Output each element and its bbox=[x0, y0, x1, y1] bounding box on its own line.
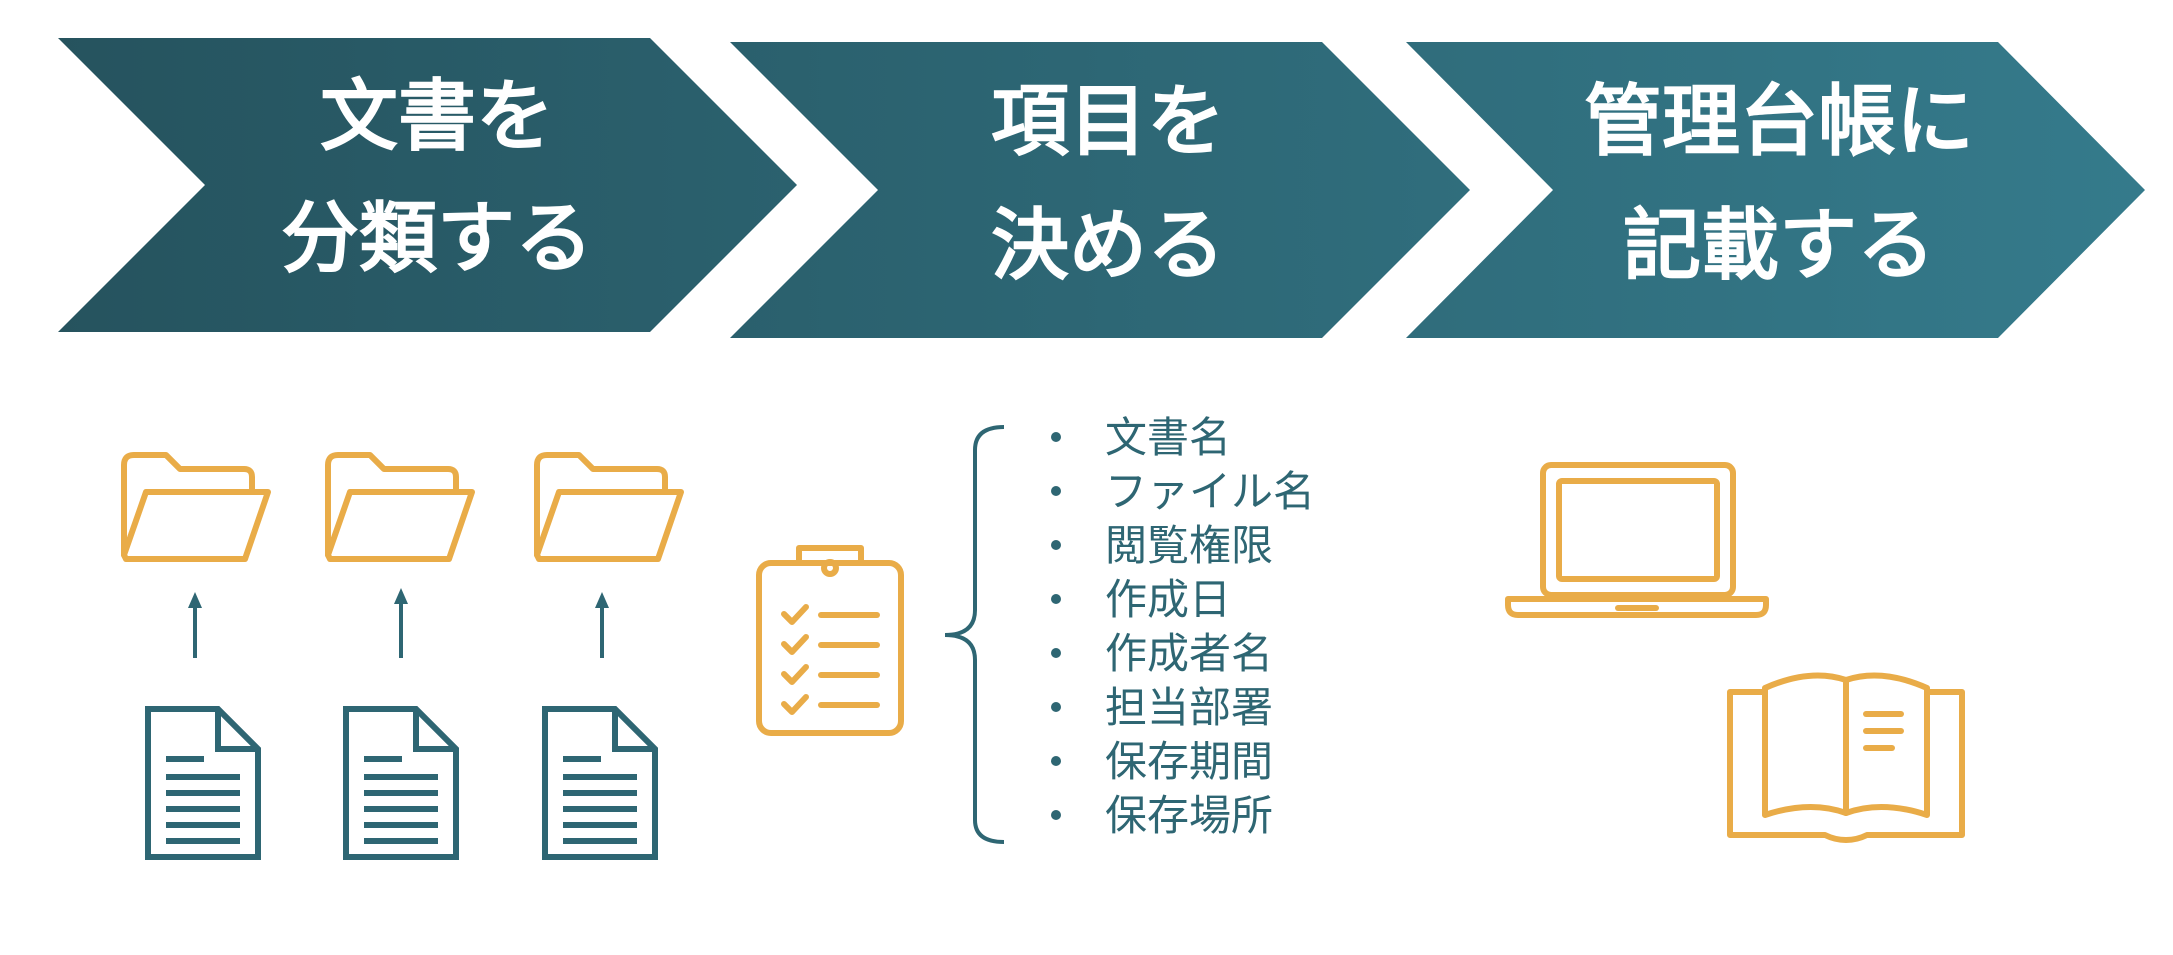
step-2-line1: 項目を bbox=[991, 77, 1225, 167]
list-item-label: 作成者名 bbox=[1105, 629, 1273, 678]
list-item-label: 保存場所 bbox=[1105, 791, 1273, 840]
step-3-line1: 管理台帳に bbox=[1584, 77, 1974, 167]
document-icon bbox=[145, 706, 261, 860]
step-1-line1: 文書を bbox=[320, 72, 554, 162]
list-item-label: ファイル名 bbox=[1105, 467, 1315, 516]
step-3-line2: 記載する bbox=[1623, 201, 1935, 291]
step-1-line2: 分類する bbox=[281, 194, 593, 284]
list-item: 保存場所 bbox=[1051, 791, 1273, 840]
open-folder-icon bbox=[534, 452, 684, 562]
left-brace-icon bbox=[944, 425, 1005, 844]
list-item-label: 閲覧権限 bbox=[1105, 521, 1273, 570]
list-item-label: 文書名 bbox=[1105, 413, 1231, 462]
list-item: 閲覧権限 bbox=[1051, 521, 1273, 570]
item-list: 文書名 ファイル名 閲覧権限 作成日 作成者名 担当部署 保存期間 保存場所 bbox=[1051, 413, 1315, 840]
document-icon bbox=[542, 706, 658, 860]
arrow-up-icon bbox=[394, 588, 408, 658]
list-item-label: 保存期間 bbox=[1105, 737, 1273, 786]
arrow-up-icon bbox=[595, 592, 609, 658]
list-item: 作成日 bbox=[1051, 575, 1231, 624]
list-item: 文書名 bbox=[1051, 413, 1231, 462]
open-book-icon bbox=[1727, 672, 1965, 843]
step-2-chevron: 項目を 決める bbox=[730, 42, 1470, 338]
list-item-label: 作成日 bbox=[1105, 575, 1231, 624]
list-item: 担当部署 bbox=[1051, 683, 1273, 732]
clipboard-checklist-icon bbox=[756, 545, 904, 736]
arrow-up-icon bbox=[188, 592, 202, 658]
list-item-label: 担当部署 bbox=[1105, 683, 1273, 732]
step-1-chevron: 文書を 分類する bbox=[58, 38, 797, 332]
list-item: 保存期間 bbox=[1051, 737, 1273, 786]
laptop-icon bbox=[1505, 462, 1769, 618]
step-3-chevron: 管理台帳に 記載する bbox=[1406, 42, 2145, 338]
step-2-line2: 決める bbox=[991, 201, 1225, 291]
open-folder-icon bbox=[325, 452, 475, 562]
open-folder-icon bbox=[121, 452, 271, 562]
list-item: ファイル名 bbox=[1051, 467, 1315, 516]
document-icon bbox=[343, 706, 459, 860]
list-item: 作成者名 bbox=[1051, 629, 1273, 678]
